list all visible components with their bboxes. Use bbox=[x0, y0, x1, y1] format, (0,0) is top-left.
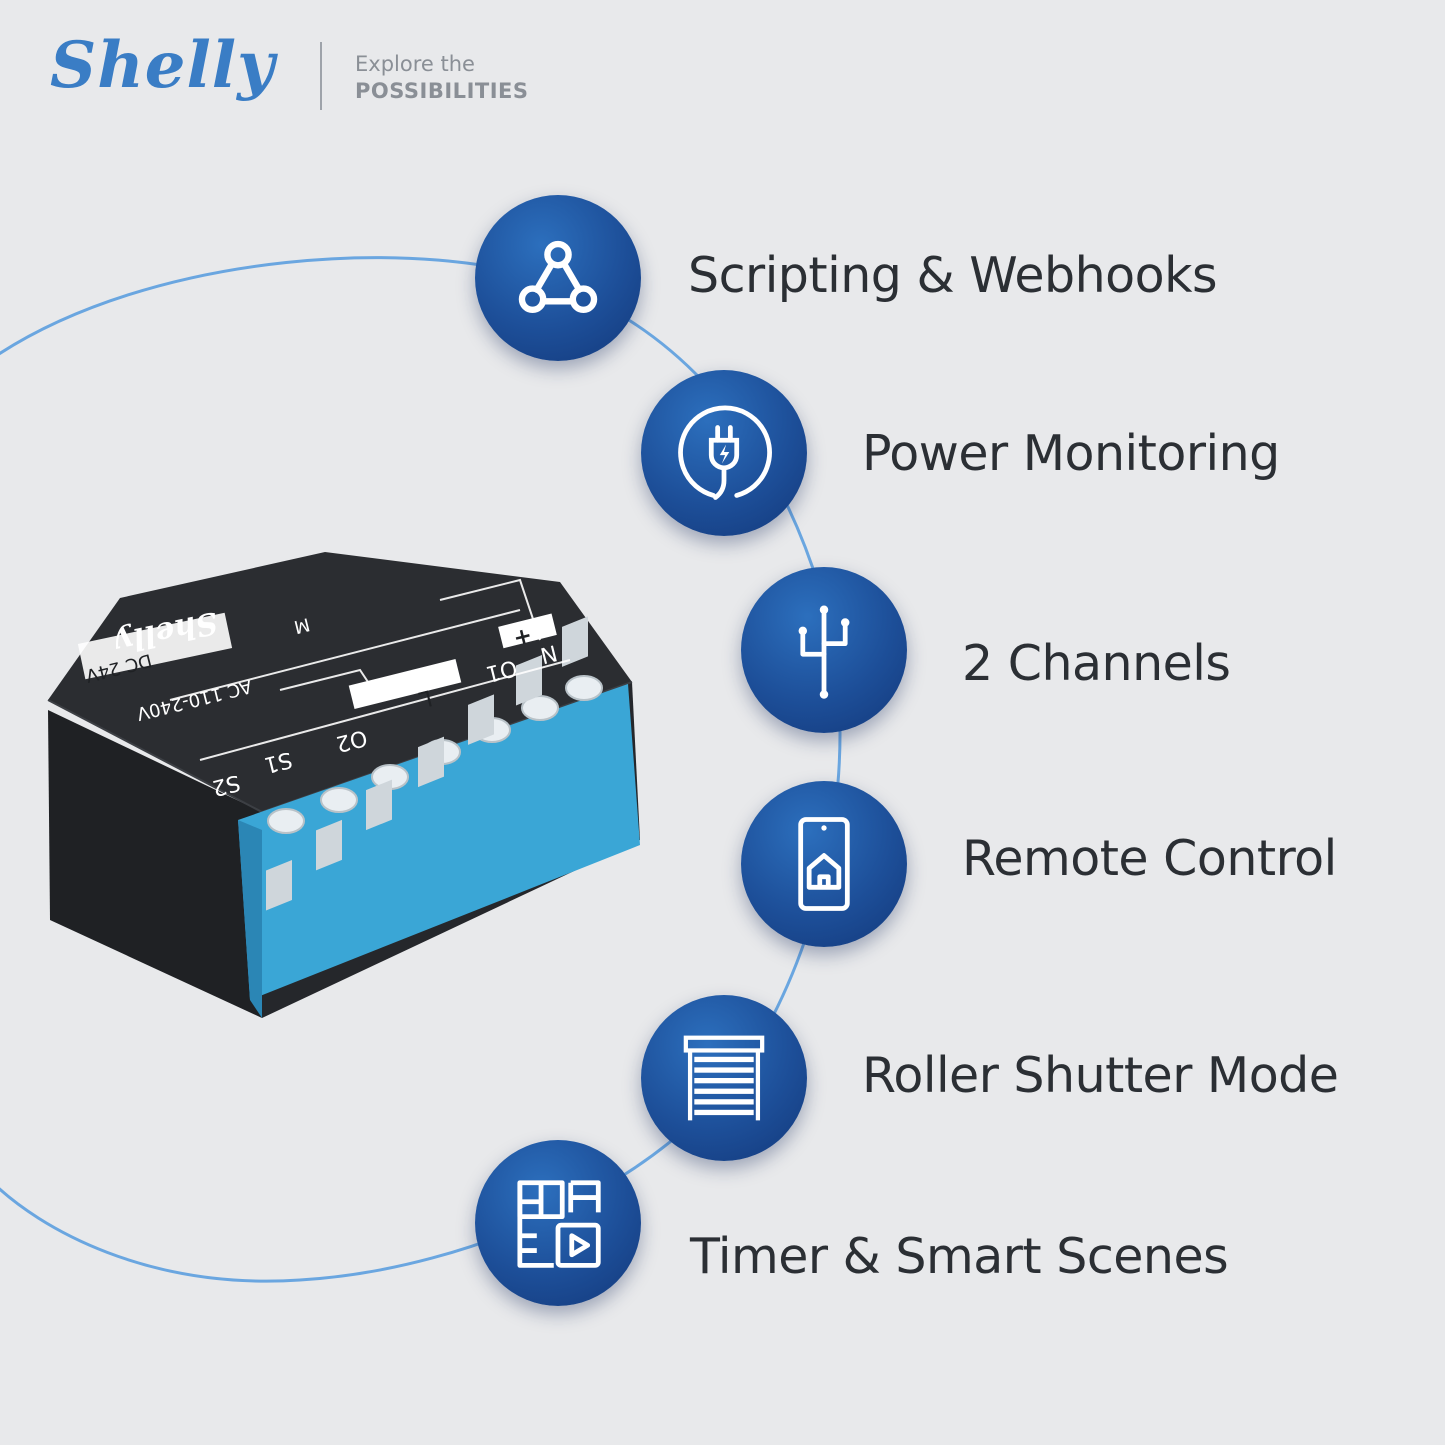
fork-channels-icon bbox=[798, 605, 850, 699]
webhook-icon bbox=[518, 240, 598, 313]
device-motor-symbol: M bbox=[292, 613, 312, 637]
feature-scenes bbox=[475, 1140, 641, 1306]
phone-home-icon bbox=[798, 817, 850, 911]
feature-label-scripting: Scripting & Webhooks bbox=[688, 247, 1218, 304]
scenes-icon bbox=[517, 1180, 601, 1268]
feature-label-shutter: Roller Shutter Mode bbox=[862, 1047, 1339, 1104]
header-divider bbox=[320, 42, 322, 110]
tagline-top: Explore the bbox=[355, 52, 475, 76]
feature-label-channels: 2 Channels bbox=[962, 635, 1231, 692]
decorative-arc bbox=[0, 256, 842, 1283]
device-illustration: Shelly DC 24V AC 110-240V M + S2 S1 O2 L… bbox=[47, 552, 640, 1018]
brand-logo: Shelly bbox=[50, 28, 276, 103]
power-plug-icon bbox=[678, 405, 772, 500]
tagline-bottom: POSSIBILITIES bbox=[355, 79, 529, 103]
roller-shutter-icon bbox=[683, 1035, 765, 1121]
feature-channels bbox=[741, 567, 907, 733]
feature-shutter bbox=[641, 995, 807, 1161]
terminal-n: N bbox=[538, 639, 560, 667]
device-plus-sign: + bbox=[511, 622, 535, 651]
feature-label-power: Power Monitoring bbox=[862, 425, 1280, 482]
feature-scripting bbox=[475, 195, 641, 361]
feature-remote bbox=[741, 781, 907, 947]
feature-label-remote: Remote Control bbox=[962, 830, 1337, 887]
feature-label-scenes: Timer & Smart Scenes bbox=[690, 1228, 1229, 1285]
feature-power bbox=[641, 370, 807, 536]
